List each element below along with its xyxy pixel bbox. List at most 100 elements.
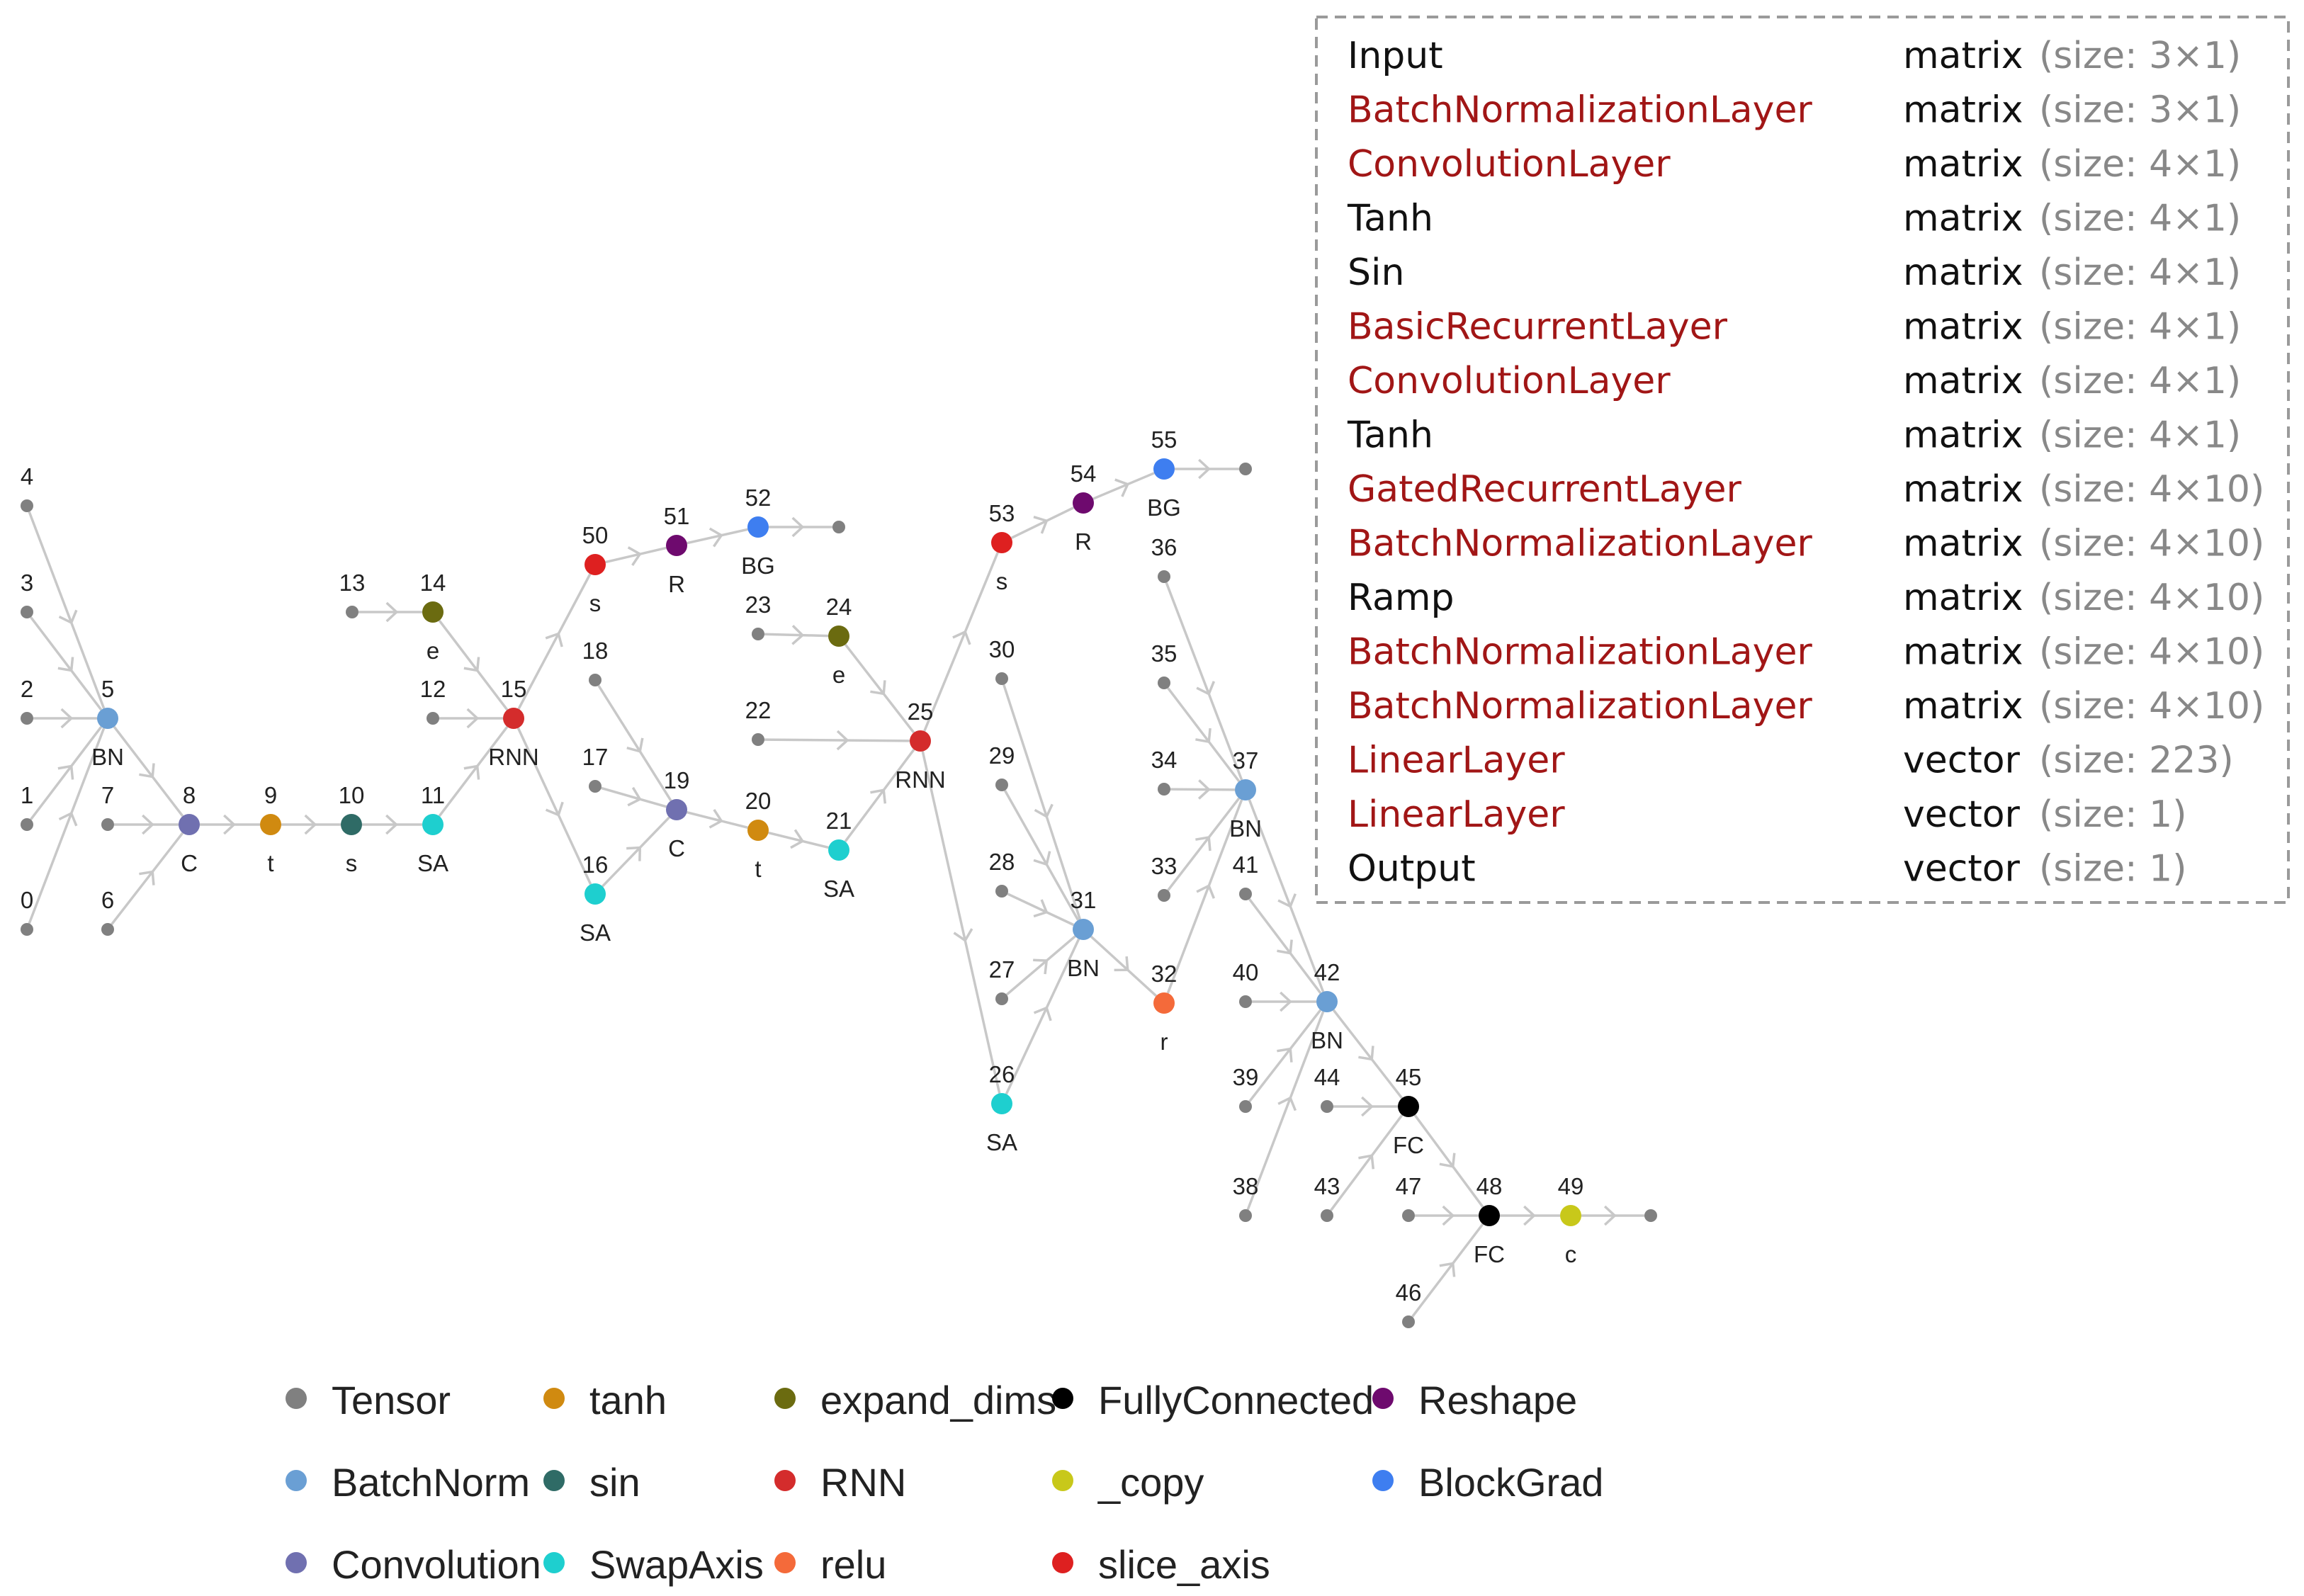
node-23: 23 — [745, 592, 772, 640]
layer-table-border — [1315, 16, 2290, 904]
node-id: 0 — [21, 887, 33, 913]
node-id: 31 — [1071, 887, 1097, 913]
node-33: 33 — [1151, 853, 1177, 902]
edge-arrow — [57, 657, 74, 672]
node-id: 12 — [420, 676, 446, 702]
node-dot — [747, 820, 769, 841]
node-dot — [1239, 995, 1252, 1008]
edge-0-5 — [28, 728, 106, 924]
node-dot — [585, 883, 606, 905]
node-id: 37 — [1233, 747, 1259, 774]
legend-item-rnn: RNN — [774, 1460, 906, 1505]
layer-name: Input — [1348, 35, 1443, 77]
node-49: 49c — [1558, 1173, 1584, 1267]
node-54: 54R — [1071, 460, 1097, 555]
node-label: FC — [1393, 1132, 1424, 1158]
edge-arrow — [1196, 681, 1216, 696]
legend-label: BlockGrad — [1418, 1460, 1603, 1505]
node-label: e — [427, 638, 439, 664]
edge-arrow — [466, 708, 480, 729]
node-dot — [995, 672, 1008, 685]
layer-kind: matrix — [1903, 251, 2023, 294]
node-label: t — [267, 850, 273, 876]
edge-arrow — [952, 630, 971, 645]
node-id: 35 — [1151, 640, 1178, 667]
node-dot — [832, 521, 845, 533]
node-6: 6 — [101, 887, 114, 936]
layer-kind: matrix — [1903, 360, 2023, 402]
legend-label: Convolution — [332, 1542, 541, 1587]
node-id: 10 — [339, 782, 365, 808]
node-label: s — [589, 590, 602, 616]
node-20: 20t — [745, 788, 772, 882]
layer-name: LinearLayer — [1348, 793, 1565, 836]
node-dot — [1398, 1096, 1419, 1117]
layer-size: (size: 4×10) — [2039, 631, 2264, 674]
node-dot — [1402, 1209, 1415, 1222]
layer-size: (size: 3×1) — [2039, 35, 2241, 77]
legend-swatch — [1052, 1470, 1073, 1491]
edge-arrow — [57, 764, 74, 780]
node-id: 26 — [989, 1061, 1015, 1087]
legend-item-slice-axis: slice_axis — [1052, 1542, 1270, 1587]
edge-arrow — [1442, 1205, 1455, 1226]
edge-25-53 — [923, 552, 999, 732]
edge-arrow — [1358, 1046, 1374, 1061]
edge-arrow — [1277, 1047, 1293, 1063]
node-id: 44 — [1314, 1064, 1340, 1090]
node-id: 21 — [826, 808, 852, 834]
node-dot — [97, 708, 118, 729]
node-id: 9 — [264, 782, 277, 808]
node-dot — [666, 799, 687, 820]
layer-name: Sin — [1348, 251, 1404, 294]
edge-37-42 — [1248, 799, 1325, 992]
edge-arrow — [545, 801, 564, 817]
node-id: 20 — [745, 788, 772, 814]
node-dot — [1158, 677, 1170, 689]
edge-arrow — [60, 708, 74, 729]
node-dot — [1321, 1100, 1333, 1113]
edge-arrow — [1033, 899, 1049, 918]
legend-item-tanh: tanh — [543, 1378, 667, 1422]
legend-label: expand_dims — [820, 1378, 1056, 1422]
legend-item-fullyconnected: FullyConnected — [1052, 1378, 1374, 1422]
edge-arrow — [1439, 1262, 1456, 1277]
legend-swatch — [286, 1388, 307, 1409]
edge-18-19 — [597, 684, 672, 802]
node-id: 23 — [745, 592, 772, 618]
node-dot — [1402, 1315, 1415, 1328]
edge-arrow — [1033, 851, 1051, 866]
legend-swatch — [774, 1470, 796, 1491]
node-dot — [1239, 1209, 1252, 1222]
node-dot — [995, 992, 1008, 1005]
node-dot — [1644, 1209, 1657, 1222]
node-dot — [589, 780, 602, 793]
edge-arrow — [870, 680, 886, 696]
edge-arrow — [139, 870, 155, 885]
edge-arrow — [1277, 1096, 1297, 1111]
legend-label: FullyConnected — [1098, 1378, 1374, 1422]
legend-swatch — [774, 1388, 796, 1409]
node-id: 14 — [420, 570, 446, 596]
edge-arrow — [790, 829, 805, 849]
node-40: 40 — [1233, 959, 1258, 1008]
node-50: 50s — [582, 522, 609, 616]
legend-swatch — [1052, 1388, 1073, 1409]
layer-name: BatchNormalizationLayer — [1348, 523, 1812, 565]
node-label: BN — [1229, 815, 1262, 842]
layer-size: (size: 1) — [2039, 848, 2187, 890]
edge-7-8 — [114, 814, 179, 835]
node-out49 — [1644, 1209, 1657, 1222]
node-dot — [991, 1093, 1012, 1114]
node-label: R — [1075, 528, 1092, 555]
node-9: 9t — [260, 782, 281, 876]
node-out55 — [1239, 463, 1252, 475]
